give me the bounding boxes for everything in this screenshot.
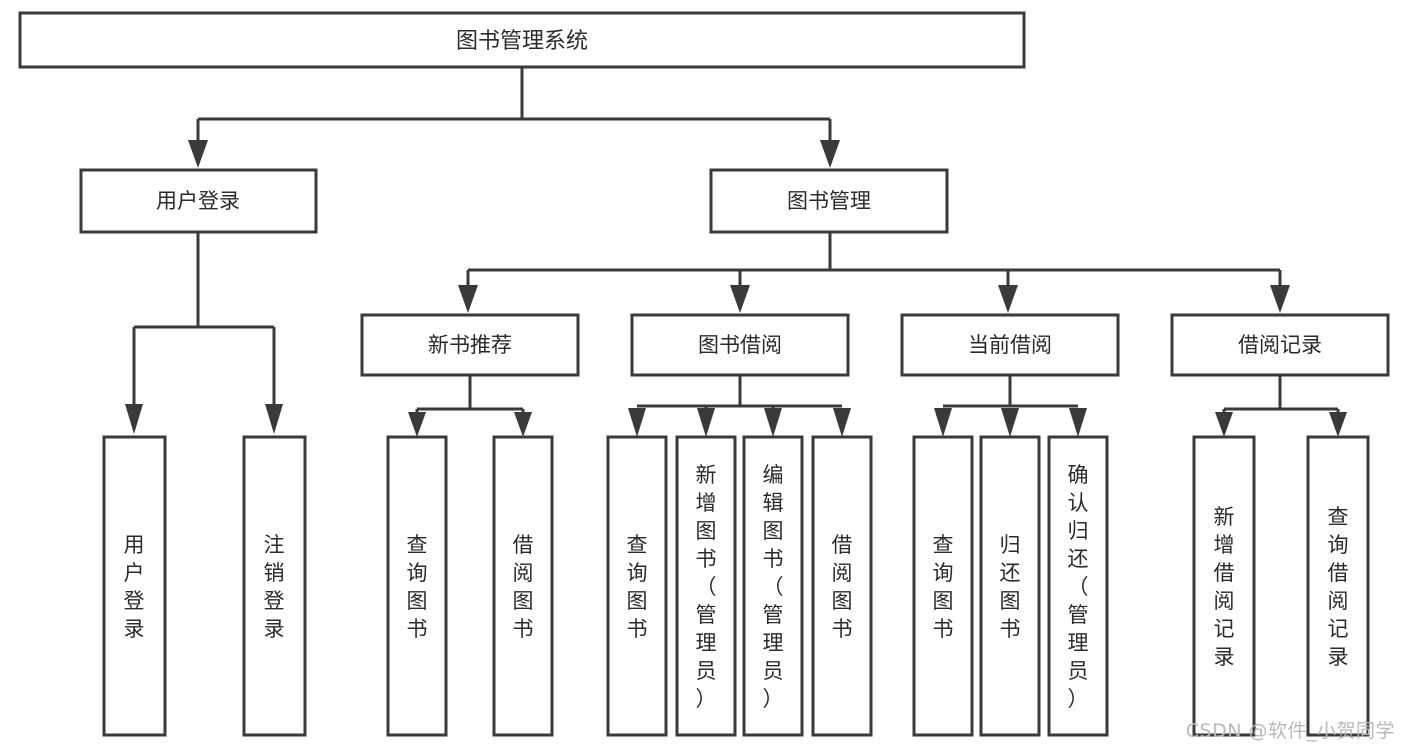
leaf-user-login-2-box[interactable] [242,435,307,737]
arrowhead-leaf-user-login-1 [125,404,143,434]
arrowhead-leaf-bookborrow-1 [628,408,646,437]
leaf-user-login-2-label: 注销登录 [264,533,285,641]
arrowhead-leaf-bookborrow-3 [764,408,782,437]
leaf-new-book-1-label: 查询图书 [407,533,428,641]
leaf-current-borrow-1-label: 查询图书 [933,533,954,641]
leaf-new-book-2-label: 借阅图书 [513,533,534,641]
leaf-borrow-records-2[interactable]: 查询借阅记录 [1306,435,1370,737]
arrowhead-leaf-borrowrecords-2 [1329,412,1347,437]
arrowhead-leaf-currentborrow-3 [1069,408,1087,437]
arrowhead-leaf-bookborrow-4 [833,408,851,437]
arrowhead-leaf-borrowrecords-1 [1215,412,1233,437]
leaf-book-borrow-4-box[interactable] [811,435,873,737]
leaf-new-book-1[interactable]: 查询图书 [386,435,448,737]
leaf-current-borrow-1[interactable]: 查询图书 [912,435,974,737]
node-current-borrow[interactable]: 当前借阅 [900,313,1120,377]
connector-group-borrow-records [1215,375,1347,437]
node-user-login-label: 用户登录 [156,189,240,213]
leaf-user-login-1-label: 用户登录 [124,533,145,641]
node-user-login[interactable]: 用户登录 [79,168,318,234]
leaf-book-borrow-1[interactable]: 查询图书 [606,435,668,737]
arrowhead-borrow-records [1270,285,1290,313]
node-book-management[interactable]: 图书管理 [709,168,949,234]
node-borrow-records[interactable]: 借阅记录 [1170,313,1390,377]
leaf-borrow-records-1[interactable]: 新增借阅记录 [1192,435,1256,737]
node-new-book-recommend-label: 新书推荐 [428,333,512,357]
leaf-current-borrow-2-label: 归还图书 [1000,533,1021,641]
node-root-box[interactable] [18,11,1026,69]
node-book-borrow[interactable]: 图书借阅 [630,313,850,377]
leaf-book-borrow-3-box[interactable] [742,435,804,737]
leaf-book-borrow-2-box[interactable] [675,435,737,737]
leaf-book-borrow-1-label: 查询图书 [627,533,648,641]
arrowhead-user-login [188,140,208,168]
leaf-book-borrow-4[interactable]: 借阅图书 [811,435,873,737]
leaf-book-borrow-1-box[interactable] [606,435,668,737]
arrowhead-leaf-newbook-2 [514,412,532,437]
leaf-book-borrow-4-label: 借阅图书 [832,533,853,641]
node-book-borrow-label: 图书借阅 [698,333,782,357]
leaf-user-login-1-box[interactable] [102,435,167,737]
leaf-new-book-2[interactable]: 借阅图书 [492,435,554,737]
node-user-login-box[interactable] [79,168,318,234]
leaf-current-borrow-2-box[interactable] [979,435,1041,737]
node-current-borrow-box[interactable] [900,313,1120,377]
leaf-borrow-records-1-label: 新增借阅记录 [1214,505,1235,669]
connector-group-new-book [408,375,532,437]
leaf-user-login-1[interactable]: 用户登录 [102,435,167,737]
leaf-borrow-records-1-box[interactable] [1192,435,1256,737]
node-book-management-label: 图书管理 [787,189,871,213]
node-root[interactable]: 图书管理系统 [18,11,1026,69]
leaf-book-borrow-3[interactable]: 编辑图书（管理员） [742,435,804,737]
arrowhead-book-mgmt [820,140,840,168]
node-current-borrow-label: 当前借阅 [968,333,1052,357]
leaf-current-borrow-2[interactable]: 归还图书 [979,435,1041,737]
arrowhead-new-book [458,285,478,313]
node-borrow-records-label: 借阅记录 [1238,333,1322,357]
leaf-borrow-records-2-box[interactable] [1306,435,1370,737]
arrowhead-leaf-currentborrow-2 [1001,408,1019,437]
leaf-book-borrow-2-label: 新增图书（管理员） [696,463,717,711]
arrowhead-leaf-user-login-2 [265,404,283,434]
connector-group-book-borrow [628,375,851,437]
leaf-book-borrow-3-label: 编辑图书（管理员） [763,463,784,711]
connector-group-root [188,67,840,168]
leaf-current-borrow-3[interactable]: 确认归还（管理员） [1047,435,1109,737]
node-new-book-recommend[interactable]: 新书推荐 [360,313,580,377]
connector-group-book-mgmt [458,232,1290,313]
leaf-user-login-2[interactable]: 注销登录 [242,435,307,737]
leaf-current-borrow-1-box[interactable] [912,435,974,737]
arrowhead-leaf-newbook-1 [408,412,426,437]
node-book-borrow-box[interactable] [630,313,850,377]
arrowhead-leaf-currentborrow-1 [934,408,952,437]
node-new-book-recommend-box[interactable] [360,313,580,377]
arrowhead-current-borrow [998,285,1018,313]
node-book-management-box[interactable] [709,168,949,234]
arrowhead-book-borrow [730,285,750,313]
node-root-label: 图书管理系统 [456,29,588,54]
leaf-current-borrow-3-label: 确认归还（管理员） [1068,463,1089,711]
leaf-current-borrow-3-box[interactable] [1047,435,1109,737]
arrowhead-leaf-bookborrow-2 [697,408,715,437]
leaf-borrow-records-2-label: 查询借阅记录 [1328,505,1349,669]
leaf-new-book-2-box[interactable] [492,435,554,737]
connector-group-user-login [125,232,283,434]
leaf-book-borrow-2[interactable]: 新增图书（管理员） [675,435,737,737]
node-borrow-records-box[interactable] [1170,313,1390,377]
connector-group-current-borrow [934,375,1087,437]
leaf-new-book-1-box[interactable] [386,435,448,737]
